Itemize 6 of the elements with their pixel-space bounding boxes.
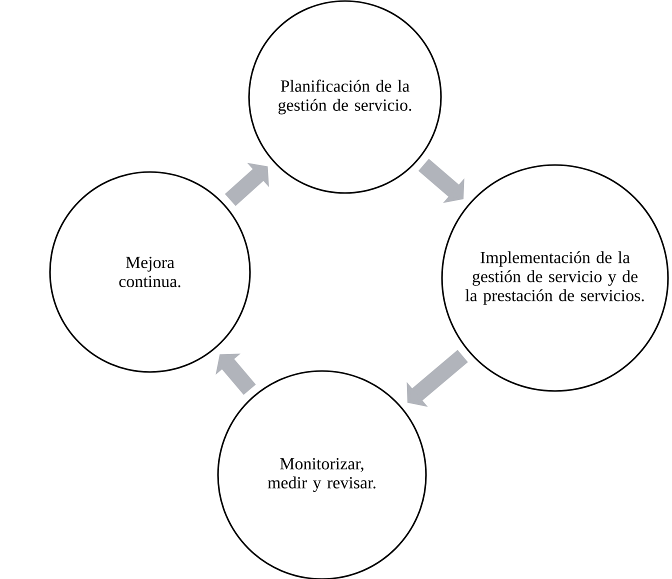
circle-node: Implementación de la gestión de servicio y de la prestación de servicios.	[441, 164, 669, 392]
circle-node: Planificación de la gestión de servicio.	[248, 0, 442, 194]
block-arrow	[224, 162, 269, 206]
block-arrow	[406, 350, 468, 407]
block-arrow	[216, 354, 256, 395]
circle-node: Mejora continua.	[49, 171, 251, 373]
